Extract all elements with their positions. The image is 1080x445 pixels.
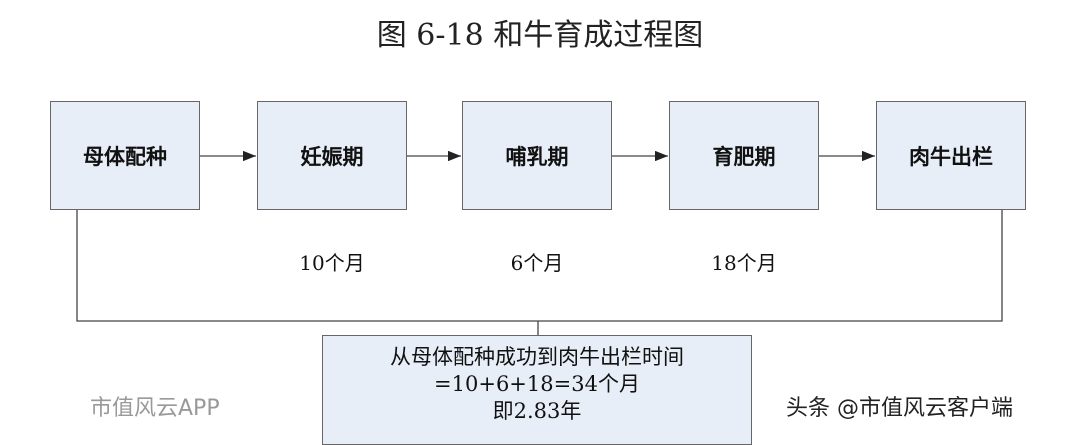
weibo-watermark: 市值风云APP — [90, 396, 220, 421]
bracket-line — [76, 210, 1003, 322]
connectors — [76, 150, 1003, 335]
diagram-title: 图 6-18 和牛育成过程图 — [376, 18, 704, 53]
summary-line: =10+6+18=34个月 — [434, 372, 640, 396]
stage-box: 育肥期 — [669, 101, 819, 210]
duration-label: 18个月 — [711, 251, 777, 275]
summary-line: 从母体配种成功到肉牛出栏时间 — [390, 345, 684, 369]
duration-label: 10个月 — [299, 251, 365, 275]
stage-box: 肉牛出栏 — [876, 101, 1026, 210]
summary-box: 从母体配种成功到肉牛出栏时间 =10+6+18=34个月 即2.83年 — [322, 335, 752, 445]
duration-label: 6个月 — [510, 251, 564, 275]
stage-box: 妊娠期 — [257, 101, 407, 210]
stage-box: 哺乳期 — [462, 101, 612, 210]
stage-box: 母体配种 — [50, 101, 200, 210]
summary-line: 即2.83年 — [492, 399, 582, 423]
toutiao-watermark: 头条 @市值风云客户端 — [786, 396, 1013, 421]
